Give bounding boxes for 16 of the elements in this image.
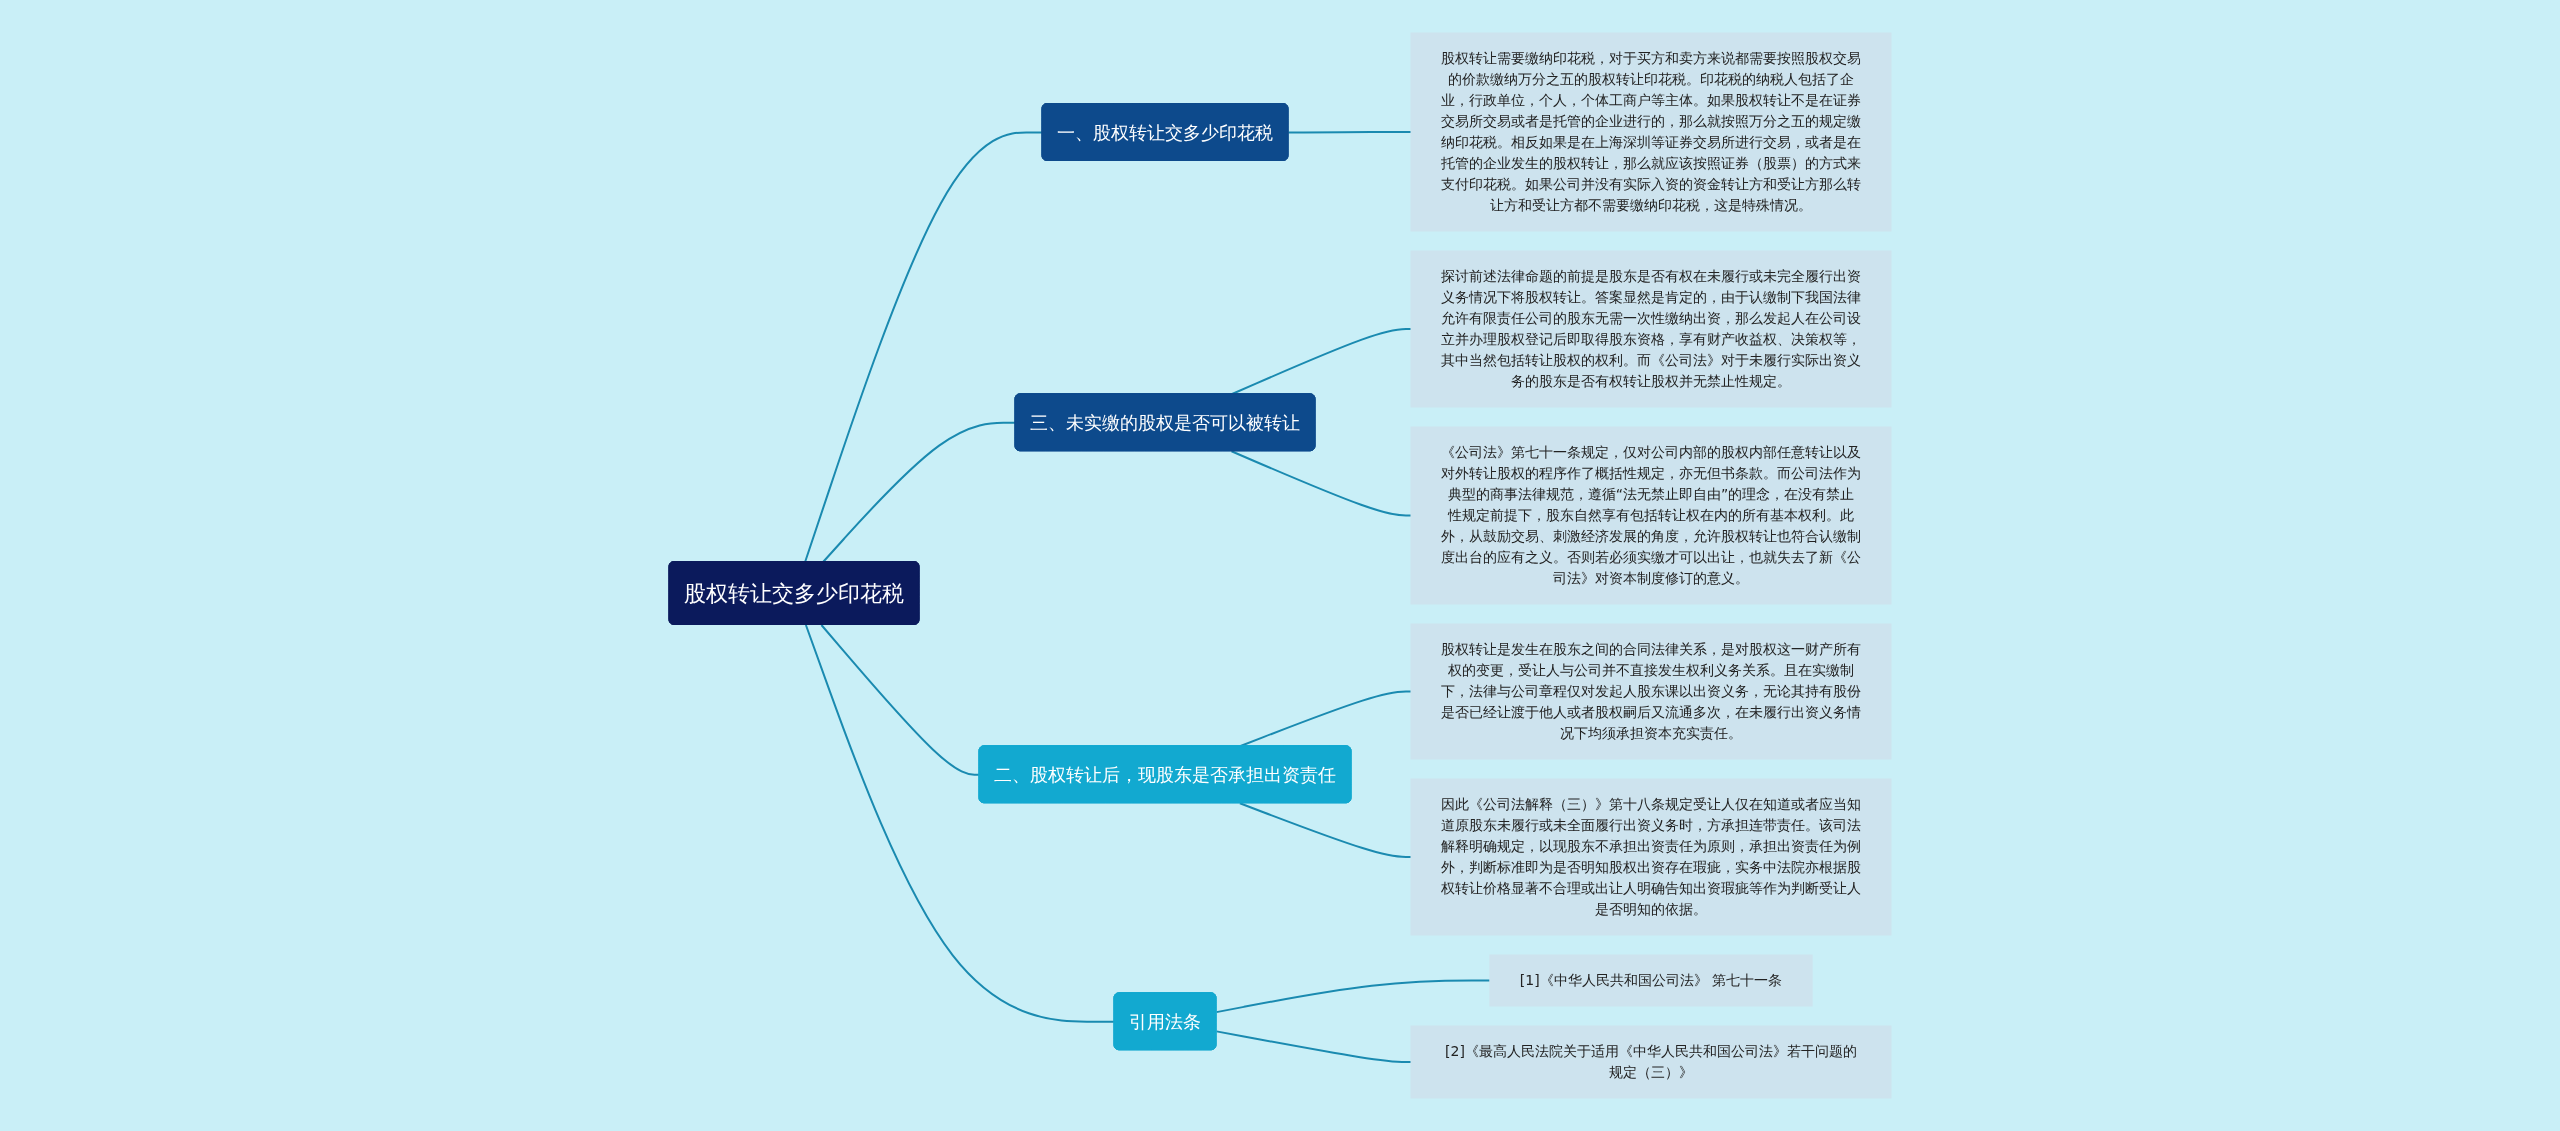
node-box: [2]《最高人民法院关于适用《中华人民共和国公司法》若干问题的规定（三）》 <box>1410 1025 1892 1099</box>
node-box: 股权转让是发生在股东之间的合同法律关系，是对股权这一财产所有权的变更，受让人与公司并不直接发生权利义务关系。且在实缴制下，法律与公司章程仅对发起人股东课以出资义务，无论其持有股份是否已经让渡于他人或者股权嗣后又流通多次，在未履行出资义务情况下均须承担资本充实责任。 <box>1410 623 1892 760</box>
connector <box>804 131 1044 563</box>
connector <box>1238 802 1412 858</box>
node-box: 《公司法》第七十一条规定，仅对公司内部的股权内部任意转让以及对外转让股权的程序作了概括性规定，亦无但书条款。而公司法作为典型的商事法律规范，遵循“法无禁止即自由”的理念，在没有禁止性规定前提下，股东自然享有包括转让权在内的所有基本权利。此外，从鼓励交易、刺激经济发展的角度，允许股权转让也符合认缴制度出台的应有之义。否则若必须实缴才可以出让，也就失去了新《公司法》对资本制度修订的意义。 <box>1410 426 1892 605</box>
connector <box>820 624 981 776</box>
connector <box>804 624 1116 1023</box>
node-box: 因此《公司法解释（三）》第十八条规定受让人仅在知道或者应当知道原股东未履行或未全面履行出资义务时，方承担连带责任。该司法解释明确规定，以现股东不承担出资责任为原则，承担出资责任为例外，判断标准即为是否明知股权出资存在瑕疵，实务中法院亦根据股权转让价格显著不合理或出让人明确告知出资瑕疵等作为判断受让人是否明知的依据。 <box>1410 778 1892 936</box>
connector <box>1215 979 1491 1014</box>
connector <box>1230 450 1412 517</box>
connector <box>1287 131 1412 134</box>
connector <box>1215 1030 1412 1063</box>
node-box: 股权转让需要缴纳印花税，对于买方和卖方来说都需要按照股权交易的价款缴纳万分之五的股权转让印花税。印花税的纳税人包括了企业，行政单位，个人，个体工商户等主体。如果股权转让不是在证券交易所交易或者是托管的企业进行的，那么就按照万分之五的规定缴纳印花税。相反如果是在上海深圳等证券交易所进行交易，或者是在托管的企业发生的股权转让，那么就应该按照证券（股票）的方式来支付印花税。如果公司并没有实际入资的资金转让方和受让方那么转让方和受让方都不需要缴纳印花税，这是特殊情况。 <box>1410 32 1892 232</box>
node-box: [1]《中华人民共和国公司法》 第七十一条 <box>1489 954 1813 1007</box>
node-box: 探讨前述法律命题的前提是股东是否有权在未履行或未完全履行出资义务情况下将股权转让。答案显然是肯定的，由于认缴制下我国法律允许有限责任公司的股东无需一次性缴纳出资，那么发起人在公司设立并办理股权登记后即取得股东资格，享有财产收益权、决策权等，其中当然包括转让股权的权利。而《公司法》对于未履行实际出资义务的股东是否有权转让股权并无禁止性规定。 <box>1410 250 1892 408</box>
connector <box>822 421 1017 563</box>
